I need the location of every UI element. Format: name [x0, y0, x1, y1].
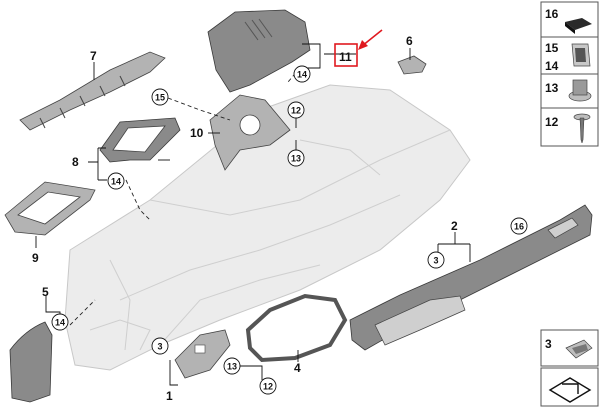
- callout-circle-15: 15: [151, 88, 169, 106]
- part-10-support: [209, 94, 291, 171]
- circled-callouts: 14 15 12 13 14 16 3 14 3 13 12: [51, 65, 528, 395]
- svg-text:12: 12: [263, 382, 273, 392]
- legend-16: 16: [545, 7, 592, 34]
- legend-12: 12: [545, 113, 591, 144]
- callout-circle-3a: 3: [427, 251, 445, 269]
- svg-text:13: 13: [545, 81, 559, 95]
- callout-circle-13b: 13: [223, 357, 241, 375]
- callout-6: 6: [406, 34, 413, 48]
- part-2-trim-strip: [349, 204, 593, 351]
- callout-circle-12a: 12: [287, 101, 305, 119]
- callout-circle-14a: 14: [293, 65, 311, 83]
- callout-circle-3b: 3: [151, 337, 169, 355]
- callout-circle-16: 16: [510, 217, 528, 235]
- callout-8: 8: [72, 155, 79, 169]
- part-11-cover: [207, 9, 311, 93]
- svg-text:16: 16: [514, 222, 524, 232]
- callout-5: 5: [42, 285, 49, 299]
- legend-panel: 16 15 14 13 12 3: [540, 1, 599, 407]
- legend-15-14: 15 14: [545, 41, 591, 73]
- callout-labels: 7 11 6 8 10 9 5 2 1 4: [32, 34, 458, 403]
- svg-text:14: 14: [111, 177, 121, 187]
- svg-text:3: 3: [157, 342, 162, 352]
- svg-text:13: 13: [227, 362, 237, 372]
- svg-text:3: 3: [433, 256, 438, 266]
- callout-9: 9: [32, 251, 39, 265]
- legend-3: 3: [545, 337, 593, 359]
- svg-text:3: 3: [545, 337, 552, 351]
- svg-text:12: 12: [545, 115, 559, 129]
- dashboard-ghost: [64, 84, 471, 371]
- callout-7: 7: [90, 49, 97, 63]
- callout-10: 10: [190, 126, 204, 140]
- callout-2: 2: [451, 219, 458, 233]
- svg-text:15: 15: [155, 93, 165, 103]
- part-7-bracket: [19, 51, 166, 131]
- svg-text:13: 13: [291, 154, 301, 164]
- part-5-side-cover: [9, 321, 53, 403]
- part-1-panel: [174, 329, 231, 379]
- callout-11: 11: [339, 50, 352, 64]
- legend-13: 13: [545, 79, 592, 102]
- callout-4: 4: [294, 361, 301, 375]
- callout-circle-12b: 12: [259, 377, 277, 395]
- svg-text:14: 14: [545, 59, 559, 73]
- svg-text:15: 15: [545, 41, 559, 55]
- callout-1: 1: [166, 389, 173, 403]
- svg-text:12: 12: [291, 106, 301, 116]
- part-4-bezel: [245, 293, 348, 363]
- part-8-frame: [99, 117, 181, 163]
- highlight-marker: [334, 29, 383, 67]
- part-6-clip: [397, 55, 427, 75]
- svg-text:14: 14: [297, 70, 307, 80]
- legend-bracket-symbol: [548, 377, 592, 403]
- part-9-trim: [4, 181, 96, 236]
- svg-text:14: 14: [55, 318, 65, 328]
- callout-circle-13a: 13: [287, 149, 305, 167]
- callout-circle-14c: 14: [51, 313, 69, 331]
- svg-text:16: 16: [545, 7, 559, 21]
- callout-circle-14b: 14: [107, 172, 125, 190]
